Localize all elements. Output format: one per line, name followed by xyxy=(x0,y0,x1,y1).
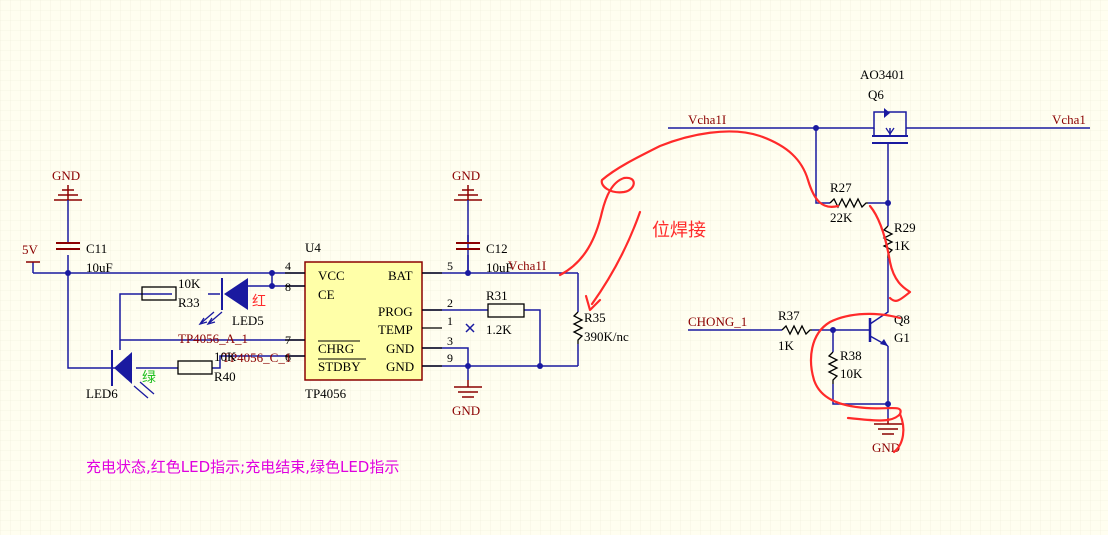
pin-number: 4 xyxy=(285,259,291,273)
resistor-r37: R37 1K xyxy=(778,308,812,353)
u4-part: TP4056 xyxy=(305,386,347,401)
r31-value: 1.2K xyxy=(486,322,512,337)
pin-number: 2 xyxy=(447,296,453,310)
pin-chrg-label: CHRG xyxy=(318,341,354,356)
r37-value: 1K xyxy=(778,338,795,353)
pin-vcc-label: VCC xyxy=(318,268,345,283)
power-5v: 5V xyxy=(22,242,40,263)
annotation-text: 位焊接 xyxy=(652,220,706,241)
led5-red: LED5 红 xyxy=(198,278,266,328)
r31-ref: R31 xyxy=(486,288,508,303)
annotation-loop-gnd xyxy=(892,412,905,454)
led5-color-label: 红 xyxy=(252,294,266,310)
pin-temp-label: TEMP xyxy=(378,322,413,337)
annotation-scribble-right xyxy=(868,204,912,302)
q8-ref: Q8 xyxy=(894,312,910,327)
r29-ref: R29 xyxy=(894,220,916,235)
r38-ref: R38 xyxy=(840,348,862,363)
c12-ref: C12 xyxy=(486,241,508,256)
pin-stdby-label: STDBY xyxy=(318,359,361,374)
capacitor-c12: C12 10uF xyxy=(456,200,513,275)
led5-ref: LED5 xyxy=(232,313,264,328)
r33-value: 10K xyxy=(178,276,201,291)
hand-annotation xyxy=(558,130,912,454)
gnd-label: GND xyxy=(872,440,900,455)
mosfet-q6: AO3401 Q6 xyxy=(860,67,908,150)
led6-color-label: 绿 xyxy=(142,370,156,386)
gnd-label: GND xyxy=(52,168,80,183)
r29-value: 1K xyxy=(894,238,911,253)
net-label-c: TP4056_C_1 xyxy=(222,350,291,365)
c12-value: 10uF xyxy=(486,260,513,275)
pin-number: 1 xyxy=(447,314,453,328)
net-label-vcha1i-left: Vcha1I xyxy=(508,258,546,273)
gnd-label: GND xyxy=(452,403,480,418)
transistor-q8: Q8 G1 xyxy=(868,308,910,347)
resistor-r40: 10K R40 xyxy=(177,349,237,384)
u4-ref: U4 xyxy=(305,240,321,255)
led6-green: LED6 绿 xyxy=(86,350,156,401)
chip-u4: U4 TP4056 VCC CE CHRG STDBY BAT PROG TEM… xyxy=(285,240,475,401)
q6-ref: Q6 xyxy=(868,87,884,102)
c11-ref: C11 xyxy=(86,241,107,256)
charge-status-note: 充电状态,红色LED指示;充电结束,绿色LED指示 xyxy=(86,458,399,476)
net-label-vcha1: Vcha1 xyxy=(1052,112,1086,127)
pin-number: 5 xyxy=(447,259,453,273)
net-label-vcha1i-top: Vcha1I xyxy=(688,112,726,127)
capacitor-c11: C11 10uF xyxy=(56,200,113,275)
r38-value: 10K xyxy=(840,366,863,381)
annotation-arrowhead xyxy=(584,294,602,312)
pin-number: 9 xyxy=(447,351,453,365)
resistor-r35: R35 390K/nc xyxy=(572,310,629,344)
q8-label: G1 xyxy=(894,330,910,345)
pin-ce-label: CE xyxy=(318,287,335,302)
r37-ref: R37 xyxy=(778,308,800,323)
pin-number: 8 xyxy=(285,280,291,294)
gnd-symbol-u4: GND xyxy=(452,380,482,418)
resistor-r33: 10K R33 xyxy=(141,276,201,310)
r33-ref: R33 xyxy=(178,295,200,310)
power-5v-label: 5V xyxy=(22,242,39,257)
pin-number: 7 xyxy=(285,333,291,347)
resistor-r31: R31 1.2K xyxy=(486,288,525,337)
gnd-label: GND xyxy=(452,168,480,183)
r35-value: 390K/nc xyxy=(584,329,629,344)
c11-value: 10uF xyxy=(86,260,113,275)
junctions xyxy=(65,125,891,407)
q6-part: AO3401 xyxy=(860,67,905,82)
pin-bat-label: BAT xyxy=(388,268,413,283)
net-label-a: TP4056_A_1 xyxy=(178,331,248,346)
net-label-chong: CHONG_1 xyxy=(688,314,747,329)
r27-value: 22K xyxy=(830,210,853,225)
led6-ref: LED6 xyxy=(86,386,118,401)
resistor-r38: R38 10K xyxy=(827,348,863,384)
annotation-scribble-left xyxy=(558,130,840,277)
annotation-arrow xyxy=(590,210,642,306)
pin-number: 3 xyxy=(447,334,453,348)
pin-gnd-label-2: GND xyxy=(386,359,414,374)
r40-value: 10K xyxy=(214,349,237,364)
resistor-r27: R27 22K xyxy=(829,180,868,225)
pin-number: 6 xyxy=(285,350,291,364)
r35-ref: R35 xyxy=(584,310,606,325)
r27-ref: R27 xyxy=(830,180,852,195)
pin-gnd-label: GND xyxy=(386,341,414,356)
pin-prog-label: PROG xyxy=(378,304,413,319)
r40-ref: R40 xyxy=(214,369,236,384)
